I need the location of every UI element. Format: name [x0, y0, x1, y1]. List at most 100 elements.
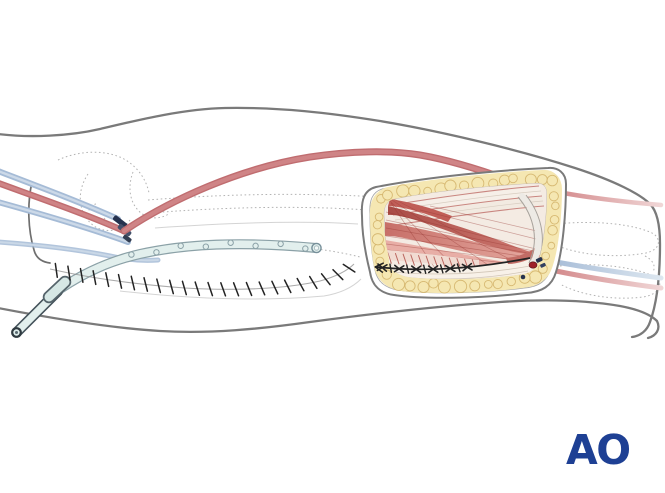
tendon-separator-1: [391, 185, 540, 206]
proximal-vein-2-highlight: [0, 201, 130, 244]
x-stitch: [462, 262, 473, 272]
vessel-clip-2: [540, 262, 546, 268]
x-stitch-knots: [374, 262, 473, 275]
fat-lobule: [371, 233, 384, 246]
hatch-lines: [383, 251, 477, 271]
x-stitch: [393, 264, 405, 273]
suture-tick: [54, 262, 59, 279]
fat-lobule: [498, 174, 511, 186]
tendon-stripe-1: [392, 187, 541, 214]
incision-suture-ticks: [54, 262, 356, 297]
suture-tick: [245, 281, 253, 297]
fat-lobule: [374, 212, 384, 222]
suture-tick: [271, 280, 279, 295]
hatch-line: [410, 254, 415, 266]
x-stitch: [427, 265, 439, 274]
humerus-outline: [57, 151, 150, 194]
drain-fenestrations: [128, 239, 309, 258]
suture-tick: [296, 277, 305, 292]
radial-head-outline: [129, 171, 171, 219]
fat-lobule: [492, 279, 503, 290]
clamp-jaw-1: [112, 215, 128, 229]
suture-tick: [308, 275, 318, 290]
suture-tick: [168, 279, 175, 295]
nerve-line: [27, 181, 51, 264]
fat-lobule: [547, 241, 556, 250]
fat-lobule: [541, 251, 550, 261]
suture-chevron: [374, 262, 384, 268]
suture-tick: [143, 277, 149, 292]
drain-fenestration: [128, 251, 135, 258]
fat-lobule: [549, 215, 560, 225]
drain-tube: [11, 239, 322, 338]
fat-lobule: [536, 174, 548, 185]
drain-fenestration: [277, 240, 284, 248]
muscle-mid-fan: [385, 222, 540, 262]
fat-lobule: [381, 269, 392, 280]
drain-subcutaneous-body: [56, 240, 320, 293]
muscle-contour-lower: [119, 278, 362, 300]
cut-muscle-hatch-band: [383, 249, 479, 269]
suture-tick: [194, 281, 201, 296]
suture-tick: [320, 273, 331, 286]
suture-tick: [258, 281, 266, 296]
distal-vein: [553, 259, 664, 281]
drain-open-end-lumen: [15, 331, 18, 334]
x-stitch: [410, 265, 422, 274]
closed-incision: [49, 262, 356, 297]
hatch-line: [425, 255, 431, 267]
distal-artery-lower: [553, 268, 664, 291]
drain-fenestration: [153, 249, 160, 256]
minor-stitch-tick: [456, 263, 461, 273]
ligature-cluster: [520, 257, 546, 280]
suture-tick: [130, 275, 136, 291]
fat-lobule: [392, 277, 406, 291]
drain-fenestration: [302, 245, 309, 252]
drain-fenestration: [252, 242, 259, 250]
x-stitch: [445, 264, 456, 273]
tendon-stripe-2: [394, 197, 544, 224]
drain-fenestration: [202, 243, 210, 250]
suture-tick: [92, 270, 97, 286]
suture-tick: [232, 282, 240, 297]
hatch-line: [387, 252, 392, 264]
suture-tick: [105, 272, 110, 288]
deep-muscle-striation-1: [383, 265, 531, 275]
fat-lobule: [382, 189, 393, 201]
fat-lobule: [547, 225, 558, 236]
ao-logo: AO: [566, 426, 631, 474]
muscle-repair-suture-line: [375, 257, 531, 271]
distal-vessels: [553, 189, 664, 291]
fat-lobule: [417, 281, 430, 294]
fat-lobule: [528, 270, 543, 284]
suture-tick: [181, 280, 188, 296]
fat-lobule: [444, 179, 457, 192]
retracted-fascia-fold: [519, 193, 542, 267]
suture-tick: [117, 273, 123, 289]
hatch-line: [402, 253, 408, 266]
proximal-vein-1-highlight: [0, 170, 120, 221]
fat-lobule: [506, 276, 516, 287]
fat-lobule: [453, 279, 468, 294]
minor-stitch-tick: [406, 264, 410, 274]
muscle-upper-left: [388, 199, 452, 222]
hatch-line: [441, 256, 446, 269]
suture-tick: [67, 265, 71, 281]
fat-lobule: [396, 184, 410, 198]
suture-tick: [79, 267, 84, 284]
ao-logo-text: AO: [566, 426, 630, 474]
suture-tick: [207, 281, 214, 297]
distal-radius-outline: [555, 221, 659, 257]
hatch-line: [394, 253, 400, 265]
fat-lobule: [437, 280, 451, 294]
fat-lobule: [428, 278, 439, 289]
hatch-line: [433, 256, 438, 268]
drain-fenestration: [177, 242, 184, 249]
vessel-clip-3: [520, 274, 526, 280]
suture-tick: [332, 268, 344, 281]
muscle-contour-upper: [154, 221, 359, 229]
suture-chevron: [374, 266, 384, 273]
styloid-outline: [644, 255, 655, 273]
